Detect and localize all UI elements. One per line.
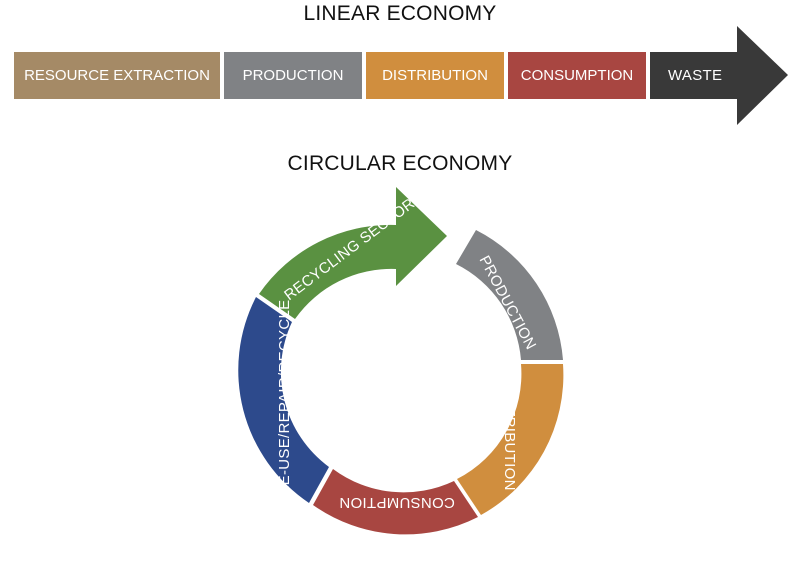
- linear-stage-label: DISTRIBUTION: [382, 67, 488, 84]
- circular-segment-consumption: [313, 469, 478, 535]
- linear-stage-waste-arrow: [650, 26, 788, 125]
- circular-economy-title: CIRCULAR ECONOMY: [287, 152, 513, 175]
- linear-stage-production: PRODUCTION: [224, 52, 362, 99]
- linear-stage-label: RESOURCE EXTRACTION: [24, 67, 210, 84]
- circular-segment-distribution: [457, 364, 564, 515]
- circular-segment-production: [456, 230, 563, 360]
- linear-stage-label: PRODUCTION: [242, 67, 344, 84]
- linear-economy-title: LINEAR ECONOMY: [303, 2, 497, 25]
- linear-stage-resource-extraction: RESOURCE EXTRACTION: [14, 52, 220, 99]
- circular-segment-re-use-repair-recycle: [238, 297, 329, 503]
- circular-segment-label: DISTRIBUTION: [501, 381, 518, 490]
- circular-segment-label: CONSUMPTION: [339, 494, 455, 511]
- circular-segment-recycling-sector: [259, 187, 447, 319]
- circular-segment-label: RE-USE/REPAIR/RECYCLE: [276, 300, 293, 497]
- linear-stage-consumption: CONSUMPTION: [508, 52, 646, 99]
- linear-stage-label: CONSUMPTION: [520, 67, 634, 84]
- linear-stage-distribution: DISTRIBUTION: [366, 52, 504, 99]
- linear-stage-label: WASTE: [668, 67, 722, 84]
